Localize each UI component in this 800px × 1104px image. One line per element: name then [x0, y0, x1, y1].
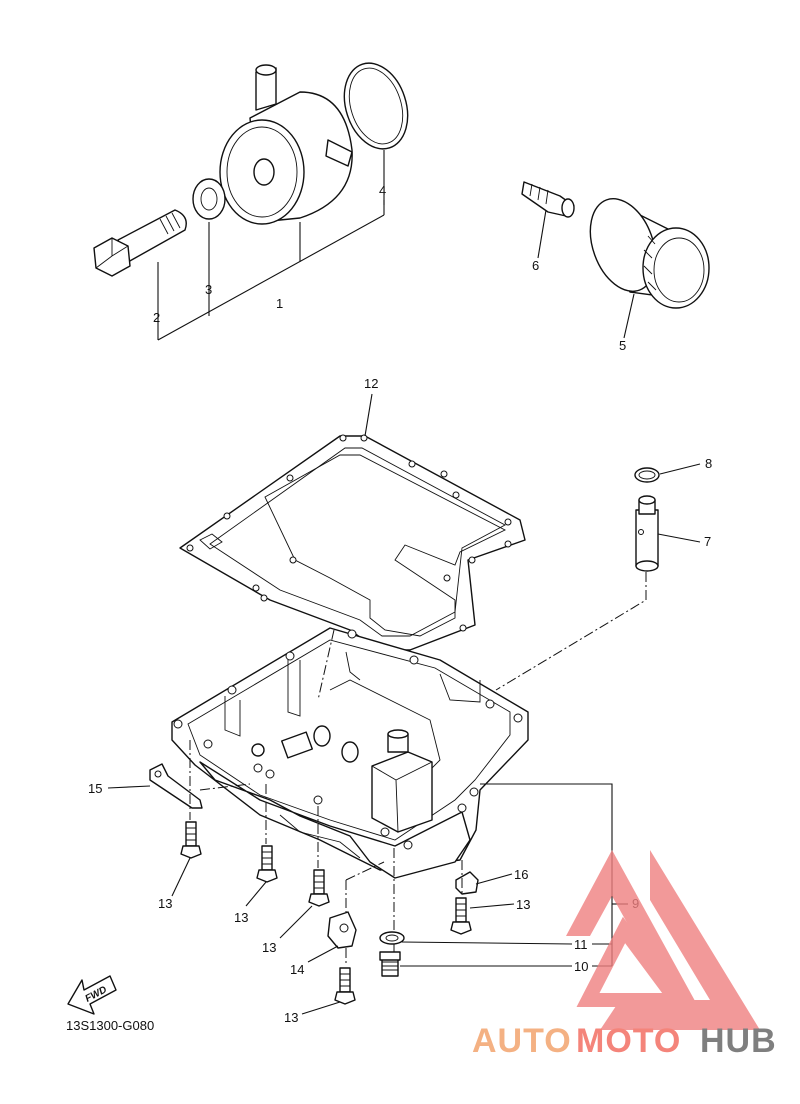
- bolt-13-a: [180, 821, 202, 859]
- drawing-code: 13S1300-G080: [66, 1018, 154, 1033]
- watermark-text: AUTO MOTO HUB: [472, 1022, 777, 1060]
- callouts: 1 2 3 4 5 6 7 8 9 10 11 12 13 13 13 13 1…: [88, 183, 712, 1025]
- callout-2: 2: [153, 310, 160, 325]
- oil-pan: [171, 627, 529, 879]
- callout-13-c: 13: [262, 940, 276, 955]
- oil-cooler-assembly: [93, 62, 409, 277]
- watermark-logo: [566, 850, 760, 1030]
- callout-3: 3: [205, 282, 212, 297]
- callout-13-a: 13: [158, 896, 172, 911]
- leader-lines: [107, 150, 701, 1015]
- callout-6: 6: [532, 258, 539, 273]
- bolt-13-b: [256, 845, 278, 883]
- watermark-triangle-left: [566, 850, 700, 1010]
- oil-filter: [589, 198, 710, 309]
- bracket-15: [149, 763, 203, 809]
- callout-13-b: 13: [234, 910, 248, 925]
- callout-1: 1: [276, 296, 283, 311]
- watermark-moto: MOTO: [576, 1022, 681, 1060]
- relief-pipe: [634, 467, 660, 572]
- gasket-holes: [186, 434, 512, 658]
- bolt-13-d: [450, 897, 472, 935]
- callout-8: 8: [705, 456, 712, 471]
- bracket-16: [455, 871, 479, 895]
- callout-16: 16: [514, 867, 528, 882]
- oil-pan-gasket: [179, 435, 526, 651]
- oil-filter-union: [521, 181, 575, 218]
- watermark-triangle-right: [600, 850, 760, 1030]
- guide-14: [327, 911, 357, 949]
- oil-pan-bolt-holes: [173, 629, 523, 850]
- callout-12: 12: [364, 376, 378, 391]
- callout-7: 7: [704, 534, 711, 549]
- callout-11: 11: [574, 937, 588, 952]
- callout-14: 14: [290, 962, 304, 977]
- callout-13-d: 13: [516, 897, 530, 912]
- callout-15: 15: [88, 781, 102, 796]
- bolt-13-c: [308, 869, 330, 907]
- callout-5: 5: [619, 338, 626, 353]
- callout-10: 10: [574, 959, 588, 974]
- fwd-arrow: FWD: [67, 975, 117, 1015]
- drain-bolt: [379, 931, 405, 977]
- watermark-hub: HUB: [700, 1022, 777, 1060]
- callout-4: 4: [379, 183, 386, 198]
- bolt-13-e: [334, 967, 356, 1005]
- callout-13-e: 13: [284, 1010, 298, 1025]
- watermark-auto: AUTO: [472, 1022, 572, 1060]
